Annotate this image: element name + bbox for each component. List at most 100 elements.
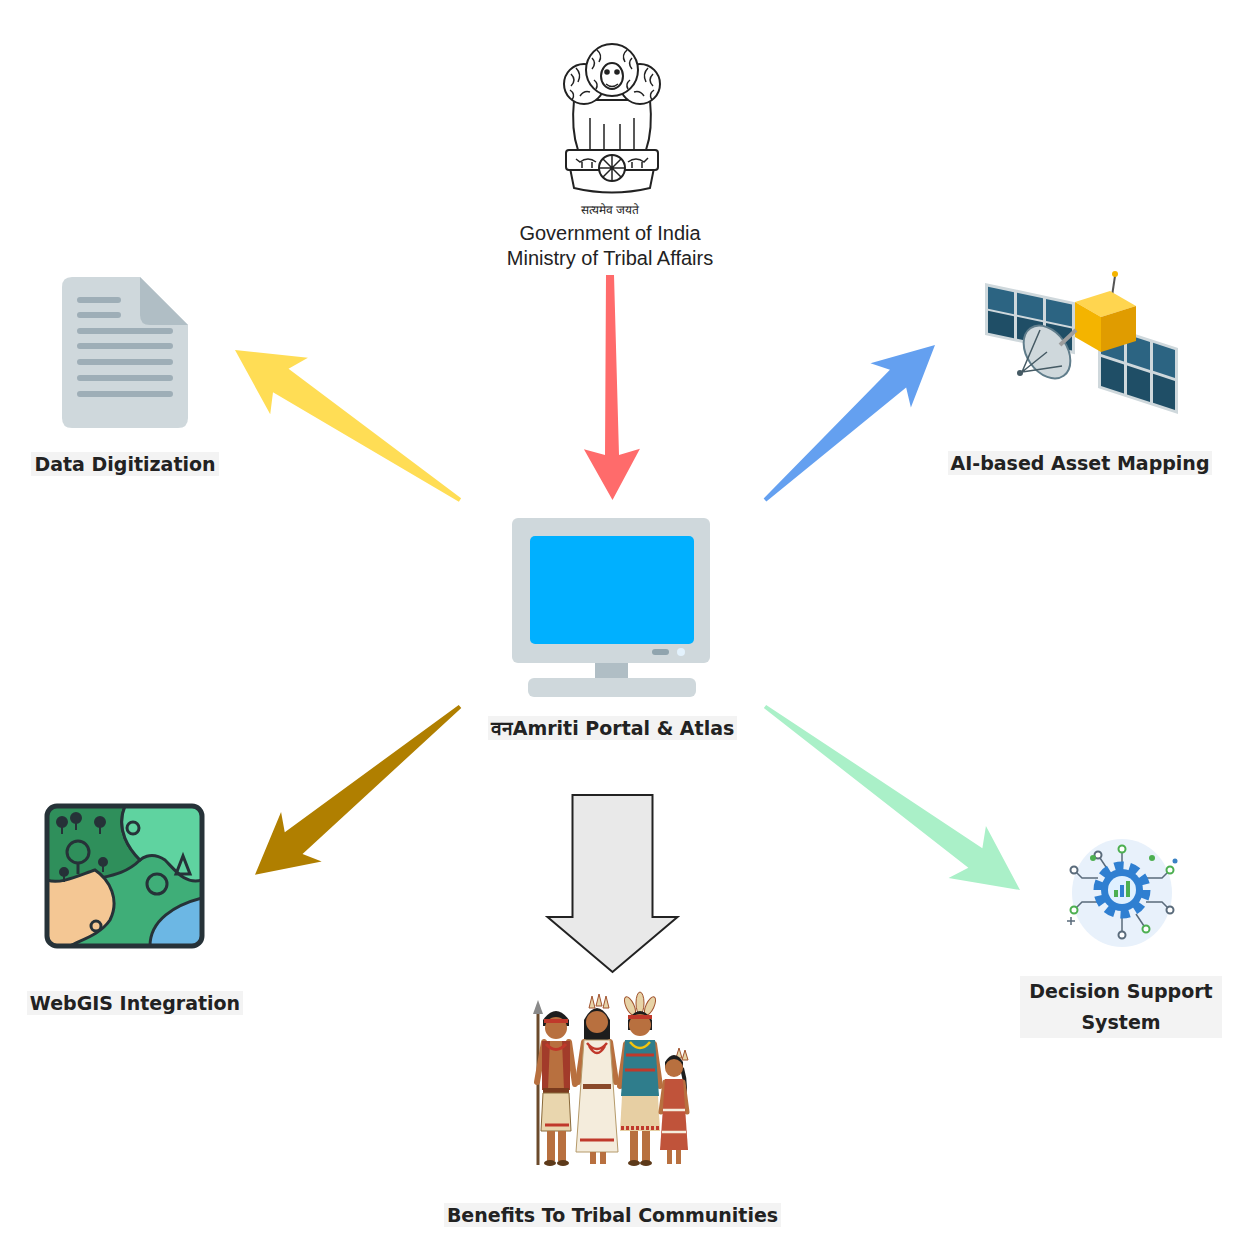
tribal-people-illustration-part (628, 1015, 652, 1019)
decision-support-icon-part (1090, 855, 1096, 861)
node-label: AI-based Asset Mapping (948, 451, 1213, 475)
decision-support-icon-part (1071, 867, 1078, 874)
tribal-people-illustration-part (533, 1000, 543, 1014)
tribal-people-illustration-part (546, 1044, 566, 1050)
map-icon-part (77, 863, 80, 874)
tribal-people-illustration-part (665, 1059, 683, 1077)
tribal-people-illustration-part (636, 992, 644, 1014)
tribal-people-illustration-part (558, 1131, 566, 1161)
flow-arrow (764, 705, 1020, 890)
map-icon-part (67, 841, 89, 863)
node-label: Benefits To Tribal Communities (444, 1203, 781, 1227)
tribal-people-illustration-part (541, 1093, 571, 1131)
satellite-icon-part (1060, 330, 1076, 345)
map-icon-part (99, 822, 101, 834)
satellite-icon-part (1153, 374, 1175, 410)
computer-monitor-part (530, 536, 694, 644)
tribal-people-illustration-part (544, 1160, 556, 1166)
satellite-icon-part (1101, 357, 1124, 393)
state-emblem-part (599, 155, 625, 181)
tribal-people-illustration-part (586, 1011, 608, 1033)
tribal-people-illustration-part (629, 1014, 651, 1036)
tribal-people-illustration-part (545, 1017, 567, 1039)
map-icon-part (176, 856, 190, 874)
state-emblem-part (586, 44, 638, 96)
feature-node: Decision Support System (1020, 835, 1222, 1045)
state-emblem-part (606, 84, 618, 87)
decision-support-icon-part (1120, 885, 1124, 897)
decision-support-icon-part (1076, 852, 1168, 932)
map-icon-part (102, 862, 104, 872)
satellite-icon-part (1101, 306, 1136, 352)
tribal-people-illustration-part (662, 1110, 686, 1132)
tribal-people-illustration-part (542, 1041, 570, 1090)
document-icon-part (62, 277, 188, 428)
tribal-people-illustration-part (545, 1124, 569, 1127)
satellite-icon-part (1127, 365, 1150, 401)
tribal-people-illustration-part (583, 1084, 611, 1089)
node-label: वनAmriti Portal & Atlas (488, 716, 738, 740)
tribal-people-illustration-part (580, 1139, 614, 1142)
computer-monitor-part (512, 518, 710, 663)
satellite-icon-part (1046, 299, 1072, 327)
document-icon-part (80, 300, 170, 394)
feature-node: AI-based Asset Mapping (935, 270, 1225, 480)
decision-support-icon-part (1114, 890, 1118, 897)
feature-node: Data Digitization (15, 270, 235, 480)
node-label: सत्यमेव जयते (581, 203, 640, 217)
satellite-icon-part (988, 287, 1014, 315)
decision-support-icon-part (1167, 907, 1174, 914)
satellite-icon (985, 271, 1178, 414)
tribal-people-illustration-part (640, 1160, 652, 1166)
computer-monitor-part (528, 678, 696, 697)
node-label: WebGIS Integration (27, 991, 243, 1015)
tribal-people-illustration-part (660, 1079, 688, 1150)
decision-support-icon-part (1173, 859, 1178, 864)
decision-support-icon-part (1101, 869, 1143, 911)
feature-node: WebGIS Integration (15, 800, 255, 1020)
map-icon-part (47, 870, 114, 946)
map-icon-part (57, 813, 107, 882)
map-icon-part (47, 806, 202, 946)
tribal-people-illustration-part (642, 1131, 650, 1162)
map-icon-part (63, 872, 65, 882)
tribal-people-illustration-part (625, 1055, 655, 1070)
map-icon-part (122, 806, 202, 881)
tribal-people-illustration-part (621, 1126, 659, 1130)
map-icon-part (47, 806, 202, 946)
document-icon-part (140, 277, 188, 325)
state-emblem-part (601, 63, 623, 89)
tribal-people-illustration-part (537, 1012, 540, 1165)
computer-monitor-part (677, 648, 685, 656)
tribal-people-illustration-part (576, 1040, 618, 1152)
map-icon-part (150, 898, 202, 946)
map-icon-part (67, 822, 190, 931)
satellite-icon-part (1075, 302, 1101, 352)
tribal-people-illustration-part (557, 1160, 569, 1166)
tribal-people-illustration (533, 992, 688, 1166)
map-icon-part (91, 921, 101, 931)
flow-arrow (584, 275, 640, 500)
satellite-icon-part (1017, 370, 1023, 376)
state-emblem-part (628, 158, 648, 168)
decision-support-icon-part (1167, 867, 1174, 874)
decision-support-icon-part (1119, 932, 1126, 939)
tribal-people-illustration-part (587, 1043, 607, 1053)
map-icon (47, 806, 202, 946)
ministry-node: सत्यमेव जयतेGovernment of India Ministry… (470, 35, 750, 275)
computer-monitor (512, 518, 710, 697)
satellite-icon-part (988, 311, 1014, 339)
document-icon (62, 277, 188, 428)
satellite-icon-part (1017, 293, 1043, 321)
satellite-icon-part (1153, 343, 1175, 378)
state-emblem-part (592, 50, 632, 89)
tribal-people-illustration-part (628, 1160, 640, 1166)
tribal-people-illustration-part (544, 1019, 568, 1023)
state-emblem-part (605, 70, 609, 74)
computer-monitor-part (652, 649, 669, 655)
flow-arrow (548, 795, 678, 972)
map-icon-part (127, 822, 139, 834)
